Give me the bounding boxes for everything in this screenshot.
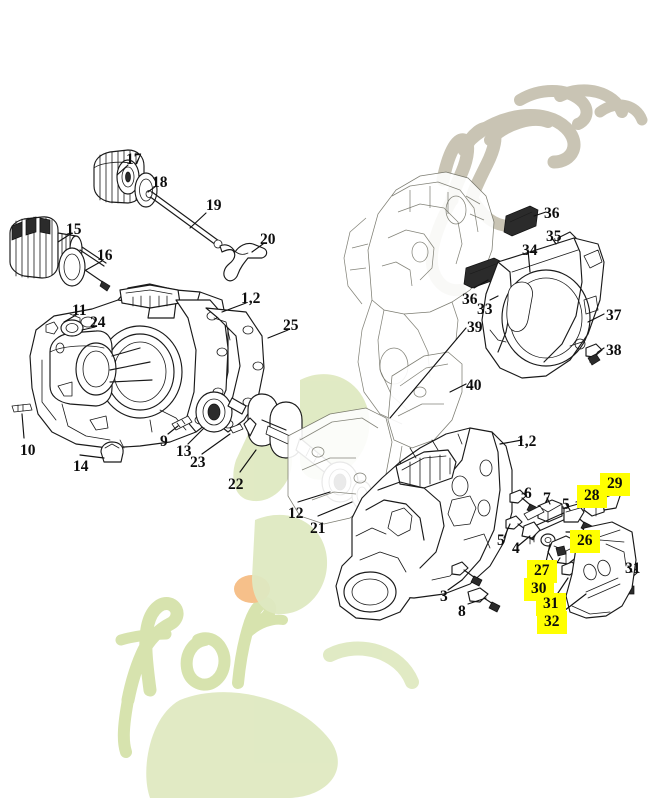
callout-38: 38	[606, 342, 622, 359]
callout-14: 14	[73, 458, 89, 475]
part-1-2-crankcase-right	[335, 427, 513, 621]
callout-17: 17	[126, 151, 142, 168]
callout-5: 5	[562, 496, 570, 513]
callout-35: 35	[546, 228, 562, 245]
callout-36: 36	[544, 205, 560, 222]
callout-4: 4	[512, 540, 520, 557]
part-3-bolt	[451, 561, 483, 587]
callout-23: 23	[190, 454, 206, 471]
callout-19: 19	[206, 197, 222, 214]
part-15-clutch	[9, 216, 107, 279]
part-40-guard	[387, 351, 463, 507]
callout-13: 13	[176, 443, 192, 460]
callout-1-2: 1,2	[517, 433, 537, 450]
callout-37: 37	[606, 307, 622, 324]
callout-20: 20	[260, 231, 276, 248]
callout-1-2: 1,2	[241, 290, 261, 307]
callout-28: 28	[577, 485, 607, 508]
callout-26: 26	[570, 530, 600, 553]
callout-15: 15	[66, 221, 82, 238]
part-20-lever	[219, 242, 268, 282]
callout-31: 31	[536, 593, 566, 616]
callout-34: 34	[522, 242, 538, 259]
watermark-script-for	[115, 597, 288, 758]
part-13-bearing	[195, 391, 233, 433]
callout-5: 5	[497, 532, 505, 549]
part-14-cap	[100, 441, 124, 463]
callout-7: 7	[543, 490, 551, 507]
part-23-key	[229, 423, 244, 434]
callout-22: 22	[228, 476, 244, 493]
part-10-pin	[11, 403, 33, 413]
callout-36: 36	[462, 291, 478, 308]
leader-lines	[21, 164, 633, 615]
part-11-plug	[45, 321, 59, 335]
callout-18: 18	[152, 174, 168, 191]
part-37-brake-cover	[481, 237, 605, 379]
callout-27: 27	[527, 560, 557, 583]
callout-11: 11	[72, 302, 87, 319]
callout-10: 10	[20, 442, 36, 459]
callout-25: 25	[283, 317, 299, 334]
callout-33: 33	[477, 301, 493, 318]
part-38-screw	[585, 343, 603, 366]
part-8-screw	[467, 587, 501, 613]
part-1-2-crankcase-left	[29, 283, 229, 449]
part-17-bearing	[93, 149, 145, 204]
callout-39: 39	[467, 319, 483, 336]
callout-32: 32	[537, 611, 567, 634]
part-24-oil-seal	[60, 319, 84, 337]
callout-12: 12	[288, 505, 304, 522]
callout-29: 29	[600, 473, 630, 496]
callout-24: 24	[90, 314, 106, 331]
callout-31: 31	[625, 560, 641, 577]
callout-9: 9	[160, 433, 168, 450]
callout-6: 6	[524, 485, 532, 502]
part-16-seal-ring	[58, 247, 111, 292]
callout-8: 8	[458, 603, 466, 620]
part-36-pad-upper	[503, 205, 539, 237]
part-19-pushrod	[145, 190, 223, 249]
callout-40: 40	[466, 377, 482, 394]
callout-3: 3	[440, 588, 448, 605]
callout-21: 21	[310, 520, 326, 537]
callout-16: 16	[97, 247, 113, 264]
